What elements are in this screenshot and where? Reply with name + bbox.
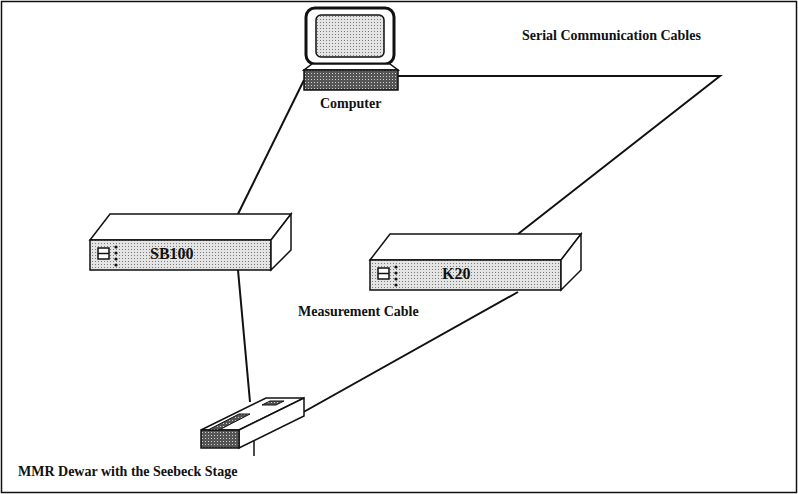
computer-node: Computer [298, 6, 404, 114]
monitor-screen [316, 15, 384, 57]
indicator-dot [394, 283, 397, 286]
computer-base-top [304, 64, 398, 70]
dewar-leg [253, 441, 255, 456]
box-side-face [271, 214, 291, 270]
indicator-dot [114, 257, 117, 260]
cable-line [238, 270, 250, 402]
monitor-case [306, 8, 394, 64]
dewar-node: MMR Dewar with the Seebeck Stage [18, 392, 318, 484]
indicator-dot [394, 277, 397, 280]
indicator-dot [114, 251, 117, 254]
node-outline [298, 6, 404, 94]
indicator-dot [114, 263, 117, 266]
computer-base [304, 70, 398, 90]
seebeck-stage [208, 414, 250, 430]
dewar-end [201, 430, 239, 448]
box-top-face [90, 214, 291, 240]
box-front-face [370, 260, 561, 290]
node-outline [368, 232, 583, 294]
box-front-face [90, 240, 271, 270]
node-label: Computer [320, 96, 381, 112]
box-top-face [370, 234, 581, 260]
power-switch-line [98, 253, 109, 255]
indicator-dot [394, 271, 397, 274]
power-switch [98, 248, 109, 259]
node-label: K20 [442, 265, 470, 283]
instrument-box: SB100 [88, 212, 293, 274]
cable-label: Serial Communication Cables [520, 28, 703, 44]
box-side-face [561, 234, 581, 290]
node-label: SB100 [150, 245, 194, 263]
node-label: MMR Dewar with the Seebeck Stage [18, 464, 237, 480]
indicator-dot [114, 245, 117, 248]
cable-line [398, 76, 720, 234]
dewar-side [239, 398, 304, 448]
power-switch-line [378, 273, 389, 275]
cable-line [238, 80, 304, 214]
cable-label: Measurement Cable [296, 304, 421, 320]
instrument-box: K20 [368, 232, 583, 294]
dewar-band [262, 401, 284, 405]
node-outline [88, 212, 293, 274]
power-switch [378, 268, 389, 279]
indicator-dot [394, 265, 397, 268]
